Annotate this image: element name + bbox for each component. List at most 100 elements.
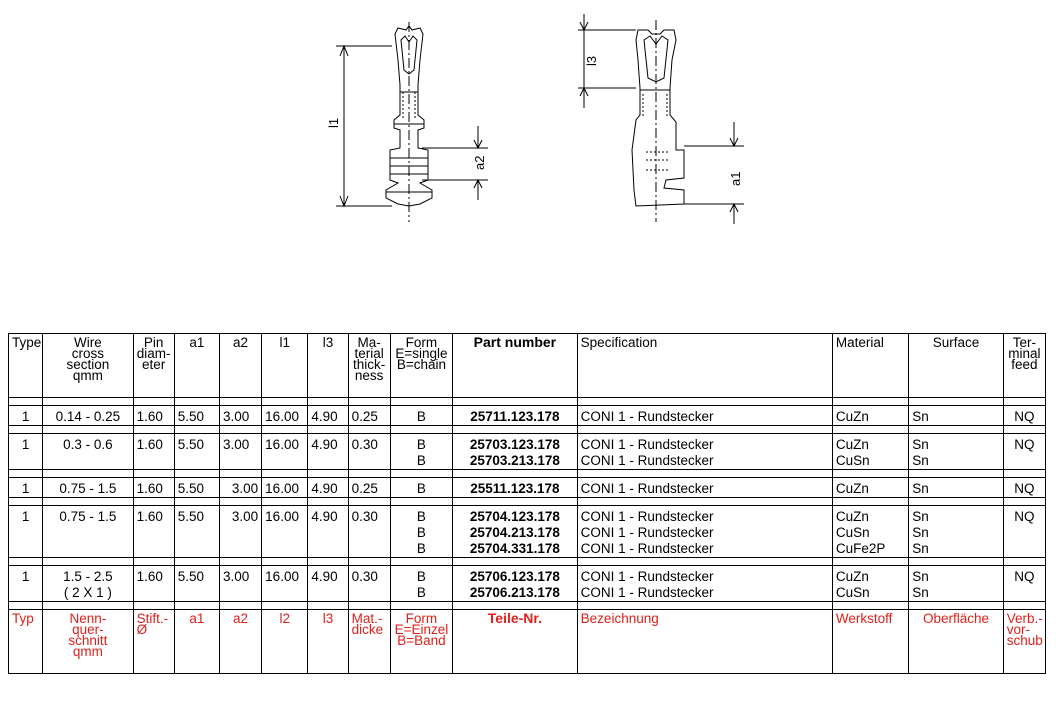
col-header-a2: a2	[218, 333, 263, 398]
cell-wire: 0.3 - 0.6	[42, 433, 134, 453]
cell-l3: 4.90	[307, 505, 349, 525]
front-view-drawing	[336, 22, 488, 222]
cell-l1: 16.00	[261, 433, 309, 453]
cell-type: 1	[7, 433, 44, 453]
cell-wire: 0.75 - 1.5	[42, 477, 134, 498]
side-view-drawing	[578, 14, 744, 224]
cell-material: CuSn	[831, 453, 910, 470]
cell-form: B	[389, 541, 454, 558]
table-row: 1 0.75 - 1.5 1.60 5.50 3.00 16.00 4.90 0…	[7, 477, 1047, 498]
table-row: B 25703.213.178 CONI 1 - Rundstecker CuS…	[7, 453, 1047, 470]
cell-specification: CONI 1 - Rundstecker	[576, 405, 833, 426]
cell-part-number: 25706.213.178	[452, 585, 578, 602]
cell-part-number: 25711.123.178	[452, 405, 578, 426]
col-header-thickness: Ma- terial thick- ness	[347, 333, 391, 398]
cell-a2: 3.00	[218, 565, 263, 585]
cell-form: B	[389, 477, 454, 498]
col-header-a1: a1	[173, 333, 220, 398]
cell-surface: Sn	[908, 525, 1004, 541]
cell-form: B	[389, 505, 454, 525]
cell-specification: CONI 1 - Rundstecker	[576, 565, 833, 585]
cell-l3: 4.90	[307, 477, 349, 498]
cell-surface: Sn	[908, 505, 1004, 525]
table-row: B 25704.213.178 CONI 1 - Rundstecker CuS…	[7, 525, 1047, 541]
cell-a1: 5.50	[173, 505, 220, 525]
cell-l3: 4.90	[307, 405, 349, 426]
cell-thickness: 0.30	[347, 433, 391, 453]
cell-part-number: 25704.123.178	[452, 505, 578, 525]
cell-l3: 4.90	[307, 565, 349, 585]
cell-form: B	[389, 453, 454, 470]
col-header-specification: Specification	[576, 333, 833, 398]
cell-a2: 3.00	[218, 505, 263, 525]
cell-type: 1	[7, 505, 44, 525]
cell-part-number: 25703.213.178	[452, 453, 578, 470]
cell-a2: 3.00	[218, 405, 263, 426]
col-header-form: Form E=single B=chain	[389, 333, 454, 398]
cell-l1: 16.00	[261, 565, 309, 585]
cell-l1: 16.00	[261, 405, 309, 426]
cell-material: CuFe2P	[831, 541, 910, 558]
dim-label-a2: a2	[472, 156, 487, 170]
cell-material: CuZn	[831, 405, 910, 426]
cell-thickness: 0.25	[347, 477, 391, 498]
cell-a1: 5.50	[173, 565, 220, 585]
cell-surface: Sn	[908, 477, 1004, 498]
col-header-de-surface: Oberfläche	[908, 609, 1004, 674]
col-header-de-a2: a2	[218, 609, 263, 674]
cell-specification: CONI 1 - Rundstecker	[576, 525, 833, 541]
cell-specification: CONI 1 - Rundstecker	[576, 453, 833, 470]
technical-drawings: l1 a2 l3 a1	[326, 14, 744, 224]
cell-feed: NQ	[1002, 565, 1047, 585]
cell-a2: 3.00	[218, 477, 263, 498]
col-header-type: Type	[7, 333, 44, 398]
cell-pin: 1.60	[132, 433, 175, 453]
cell-material: CuZn	[831, 433, 910, 453]
table-row: 1 0.14 - 0.25 1.60 5.50 3.00 16.00 4.90 …	[7, 405, 1047, 426]
table-row: B 25704.331.178 CONI 1 - Rundstecker CuF…	[7, 541, 1047, 558]
dim-label-a1: a1	[728, 172, 743, 186]
table-row: ( 2 X 1 ) B 25706.213.178 CONI 1 - Runds…	[7, 585, 1047, 602]
cell-pin: 1.60	[132, 565, 175, 585]
cell-a1: 5.50	[173, 405, 220, 426]
cell-material: CuZn	[831, 477, 910, 498]
cell-surface: Sn	[908, 541, 1004, 558]
cell-specification: CONI 1 - Rundstecker	[576, 477, 833, 498]
cell-surface: Sn	[908, 405, 1004, 426]
cell-part-number: 25511.123.178	[452, 477, 578, 498]
col-header-de-l2: l2	[261, 609, 309, 674]
cell-feed: NQ	[1002, 433, 1047, 453]
cell-l3: 4.90	[307, 433, 349, 453]
col-header-de-part-number: Teile-Nr.	[452, 609, 578, 674]
cell-pin: 1.60	[132, 477, 175, 498]
cell-feed: NQ	[1002, 405, 1047, 426]
cell-material: CuSn	[831, 525, 910, 541]
cell-a1: 5.50	[173, 477, 220, 498]
cell-specification: CONI 1 - Rundstecker	[576, 585, 833, 602]
table-header-german: Typ Nenn- quer- schnitt qmm Stift.- Ø a1…	[7, 609, 1047, 674]
dim-label-l1: l1	[326, 118, 341, 128]
cell-material: CuZn	[831, 565, 910, 585]
col-header-de-form: Form E=Einzel B=Band	[389, 609, 454, 674]
col-header-de-thickness: Mat.- dicke	[347, 609, 391, 674]
cell-specification: CONI 1 - Rundstecker	[576, 433, 833, 453]
col-header-l3: l3	[307, 333, 349, 398]
cell-feed: NQ	[1002, 477, 1047, 498]
col-header-de-terminal-feed: Verb.- vor- schub	[1002, 609, 1047, 674]
cell-surface: Sn	[908, 565, 1004, 585]
col-header-wire: Wire cross section qmm	[42, 333, 134, 398]
cell-surface: Sn	[908, 585, 1004, 602]
cell-material: CuSn	[831, 585, 910, 602]
cell-thickness: 0.25	[347, 405, 391, 426]
cell-form: B	[389, 585, 454, 602]
cell-type: 1	[7, 477, 44, 498]
col-header-de-type: Typ	[7, 609, 44, 674]
cell-surface: Sn	[908, 433, 1004, 453]
cell-type: 1	[7, 565, 44, 585]
cell-wire-note: ( 2 X 1 )	[42, 585, 134, 602]
cell-form: B	[389, 565, 454, 585]
col-header-de-material: Werkstoff	[831, 609, 910, 674]
cell-l1: 16.00	[261, 477, 309, 498]
cell-wire: 0.14 - 0.25	[42, 405, 134, 426]
cell-type: 1	[7, 405, 44, 426]
